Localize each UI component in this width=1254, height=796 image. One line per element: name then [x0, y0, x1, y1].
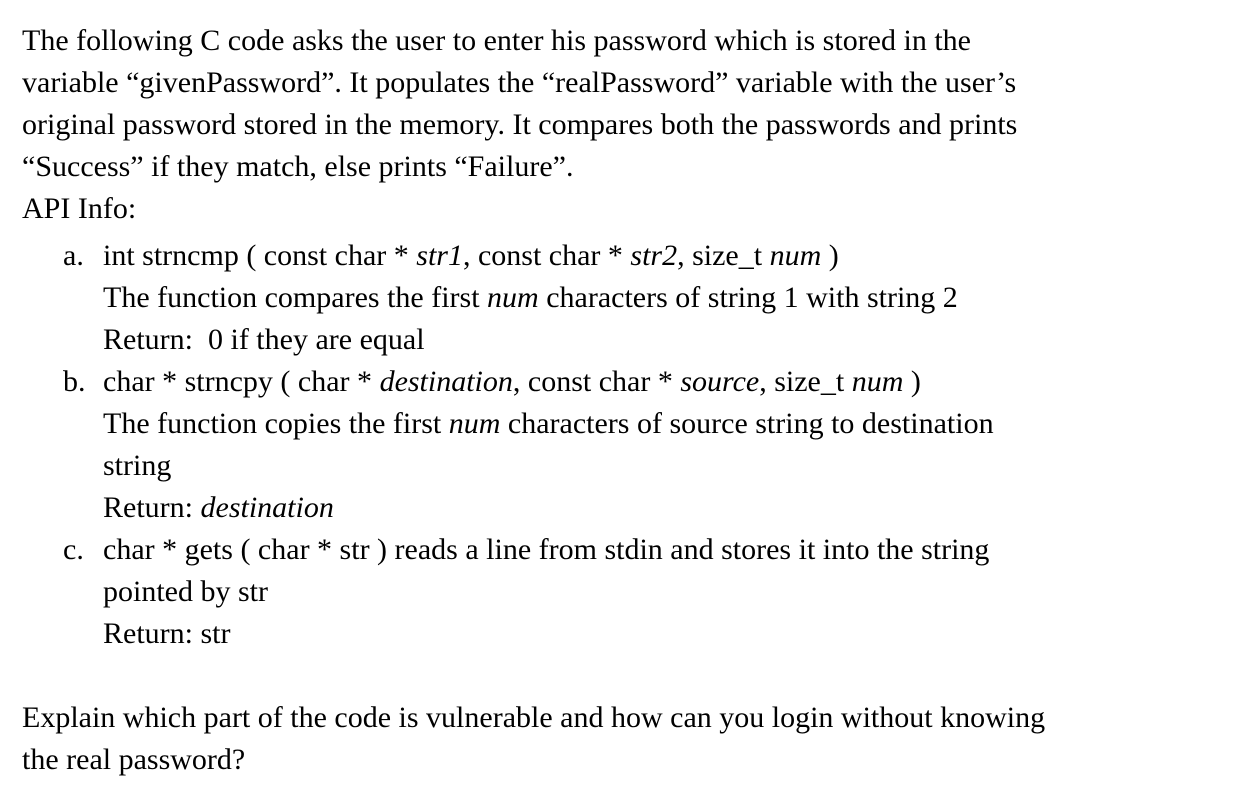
gets-description-line: pointed by str [103, 571, 1234, 613]
text-run: Return: str [103, 617, 231, 650]
gets-return-line: Return: str [103, 613, 1234, 655]
api-item-strncmp-lines: int strncmp ( const char * str1, const c… [103, 235, 1234, 361]
list-marker-a: a. [63, 239, 84, 272]
text-run: Return: [103, 491, 201, 524]
api-info-heading: API Info: [22, 192, 137, 225]
text-run: , const char * [512, 365, 681, 398]
question-line-2: the real password? [22, 743, 246, 776]
text-run: pointed by str [103, 575, 268, 608]
italic-text-run: num [769, 239, 822, 272]
text-run: int strncmp ( const char * [103, 239, 417, 272]
strncpy-description-line-1: The function copies the first num charac… [103, 403, 1234, 445]
intro-line-1: The following C code asks the user to en… [22, 24, 971, 57]
italic-text-run: num [448, 407, 501, 440]
text-run: , const char * [462, 239, 631, 272]
italic-text-run: num [851, 365, 904, 398]
api-list: a. int strncmp ( const char * str1, cons… [22, 235, 1234, 655]
api-item-strncmp: a. int strncmp ( const char * str1, cons… [22, 235, 1234, 361]
text-run: char * gets ( char * str ) reads a line … [103, 533, 990, 566]
list-marker-c: c. [63, 533, 84, 566]
text-run: ) [821, 239, 839, 272]
intro-line-4: “Success” if they match, else prints “Fa… [22, 150, 574, 183]
list-marker-b: b. [63, 365, 86, 398]
text-run: ) [903, 365, 921, 398]
text-run: string [103, 449, 172, 482]
text-run: Return: 0 if they are equal [103, 323, 425, 356]
italic-text-run: str2 [630, 239, 678, 272]
strncmp-description-line: The function compares the first num char… [103, 277, 1234, 319]
text-run: characters of string 1 with string 2 [538, 281, 958, 314]
api-item-strncpy: b. char * strncpy ( char * destination, … [22, 361, 1234, 529]
question-paragraph: Explain which part of the code is vulner… [22, 697, 1234, 781]
intro-line-2: variable “givenPassword”. It populates t… [22, 66, 1017, 99]
strncpy-return-line: Return: destination [103, 487, 1234, 529]
strncmp-signature-line: int strncmp ( const char * str1, const c… [103, 235, 1234, 277]
intro-paragraph: The following C code asks the user to en… [22, 20, 1234, 188]
text-run: , size_t [759, 365, 852, 398]
strncpy-signature-line: char * strncpy ( char * destination, con… [103, 361, 1234, 403]
italic-text-run: destination [200, 491, 334, 524]
italic-text-run: str1 [416, 239, 463, 272]
api-item-gets: c. char * gets ( char * str ) reads a li… [22, 529, 1234, 655]
text-run: char * strncpy ( char * [103, 365, 380, 398]
text-run: , size_t [677, 239, 770, 272]
strncpy-description-line-2: string [103, 445, 1234, 487]
api-item-gets-lines: char * gets ( char * str ) reads a line … [103, 529, 1234, 655]
text-run: The function copies the first [103, 407, 449, 440]
text-run: The function compares the first [103, 281, 488, 314]
strncmp-return-line: Return: 0 if they are equal [103, 319, 1234, 361]
italic-text-run: num [487, 281, 539, 314]
italic-text-run: destination [379, 365, 513, 398]
gets-signature-line: char * gets ( char * str ) reads a line … [103, 529, 1234, 571]
question-line-1: Explain which part of the code is vulner… [22, 701, 1046, 734]
intro-line-3: original password stored in the memory. … [22, 108, 1018, 141]
api-item-strncpy-lines: char * strncpy ( char * destination, con… [103, 361, 1234, 529]
italic-text-run: source [680, 365, 760, 398]
text-run: characters of source string to destinati… [500, 407, 994, 440]
